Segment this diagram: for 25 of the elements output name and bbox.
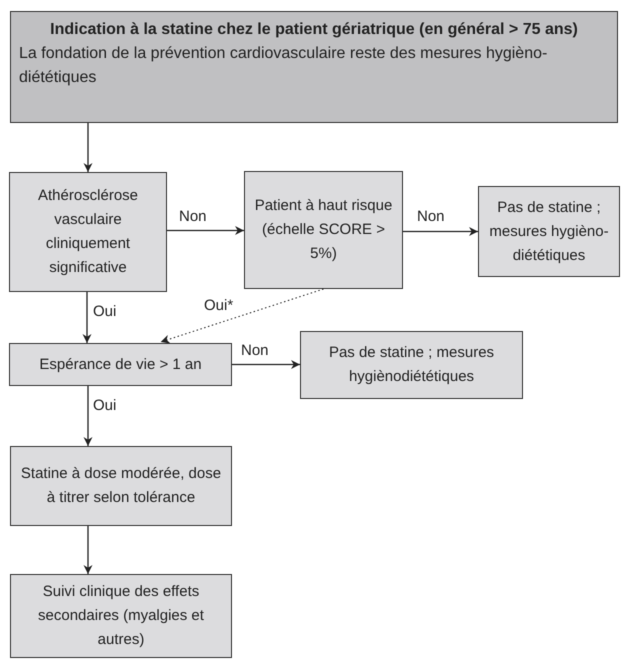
process-box [9, 343, 232, 386]
process-box [10, 574, 232, 658]
process-box [10, 11, 618, 123]
box-label: Suivi clinique des effets secondaires (myalgies et autres) [37, 582, 205, 650]
arrow [84, 386, 92, 446]
arrow [403, 227, 478, 236]
process-box [9, 172, 167, 292]
process-box [478, 186, 620, 277]
arrow [167, 226, 244, 235]
heading: Indication à la statine chez le patient gériatrique (en général > 75 ans) [49, 20, 579, 40]
process-box [300, 331, 523, 399]
arrow [160, 288, 324, 344]
box-label: Espérance de vie > 1 an [39, 354, 202, 374]
box-label: Statine à dose modérée, dose à titrer selon tolérance [20, 464, 222, 508]
arrow [232, 360, 300, 369]
arrow [84, 526, 92, 574]
arrow [84, 123, 92, 172]
box-label: Pas de statine ; mesures hygiènodiététiques [328, 343, 496, 387]
description: La fondation de la prévention cardiovasculaire reste des mesures hygièno-diététiques [19, 44, 548, 88]
process-box [244, 171, 403, 289]
box-label: Patient à haut risque (échelle SCORE > 5%) [254, 196, 394, 264]
box-label: Pas de statine ; mesures hygièno-diététiques [488, 198, 610, 266]
box-label: Athérosclérose vasculaire cliniquement significative [36, 186, 140, 278]
arrow [82, 292, 92, 343]
process-box [10, 446, 232, 526]
